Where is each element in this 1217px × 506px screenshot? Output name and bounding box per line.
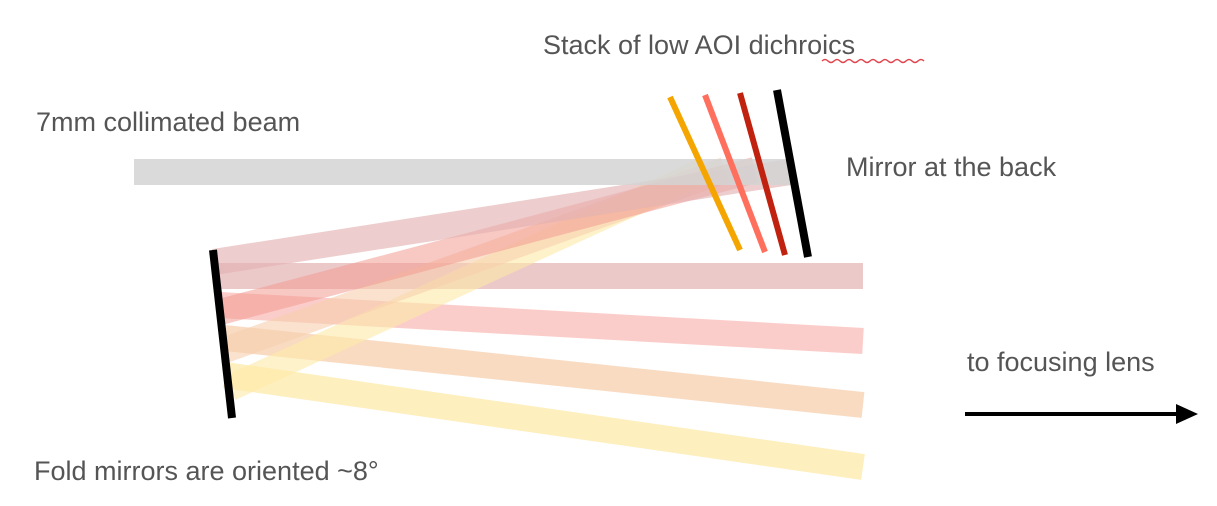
input-beam-label: 7mm collimated beam <box>36 107 300 137</box>
return-beam-1 <box>211 159 793 275</box>
back-mirror-label: Mirror at the back <box>846 152 1057 182</box>
fold-mirror <box>209 249 236 419</box>
spellcheck-underline <box>821 58 925 64</box>
back-mirror <box>773 89 812 258</box>
dichroic-mirror-1 <box>667 95 743 252</box>
dichroics-label: Stack of low AOI dichroics <box>543 30 855 60</box>
dichroics-label-word: dichroics <box>749 30 856 60</box>
dichroic-mirror-3 <box>737 92 788 256</box>
output-arrow-head <box>1176 404 1198 424</box>
output-label: to focusing lens <box>967 347 1155 377</box>
dichroics-label-prefix: Stack of low AOI <box>543 30 749 60</box>
output-beam-4 <box>223 362 865 480</box>
dichroic-mirror-2 <box>702 93 768 254</box>
fold-mirrors-label: Fold mirrors are oriented ~8° <box>34 456 379 486</box>
